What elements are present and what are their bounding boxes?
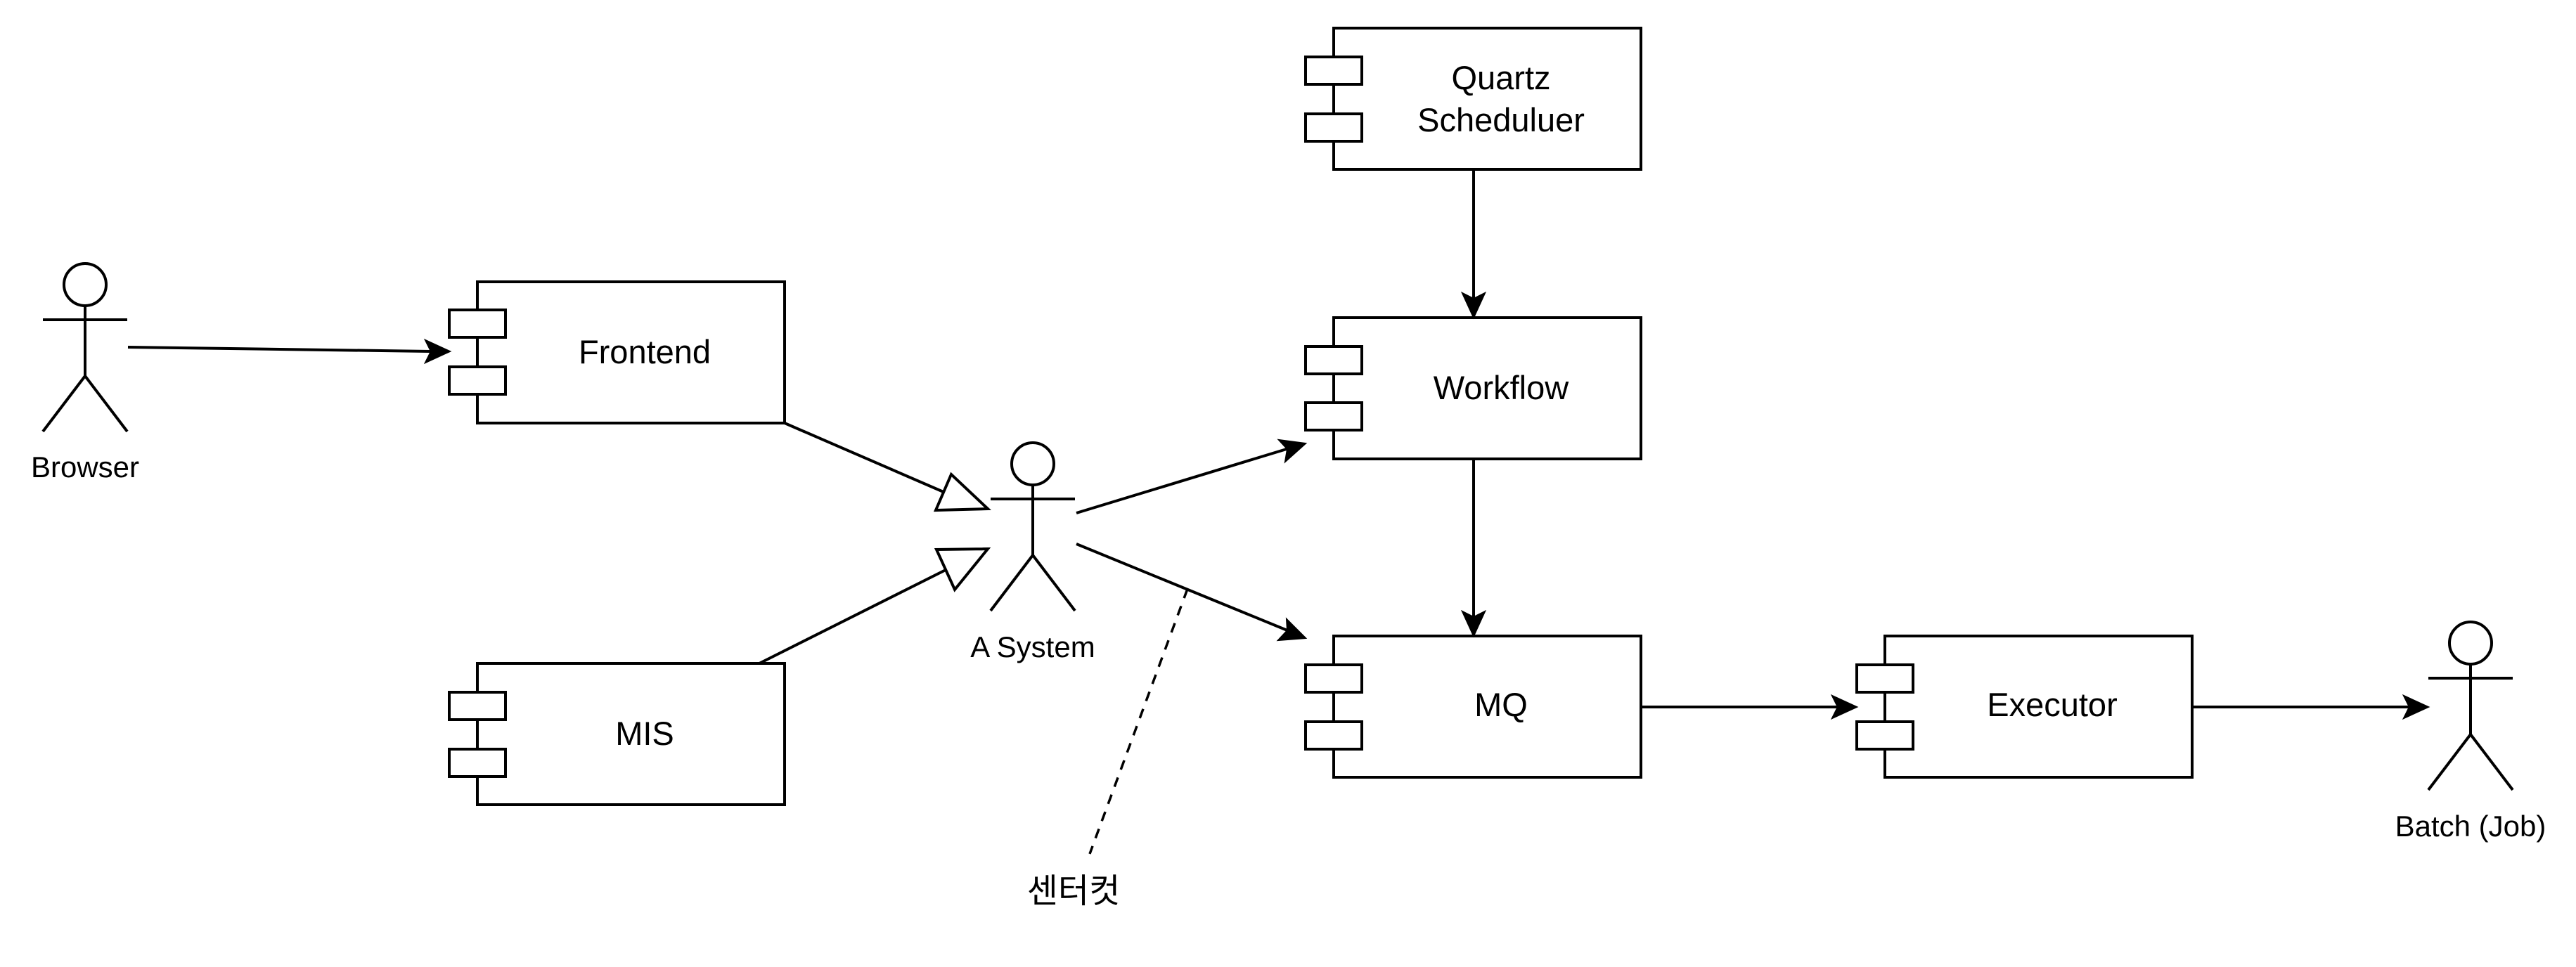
component-port-icon <box>1304 401 1363 431</box>
stick-figure-icon <box>989 441 1076 612</box>
arrowhead-icon <box>1460 609 1487 638</box>
component-label: Executor <box>1987 686 2117 723</box>
component-executor[interactable]: Executor <box>1855 635 2194 779</box>
hollow-triangle-icon <box>934 547 991 592</box>
arrowhead-icon <box>1460 291 1487 320</box>
component-port-icon <box>1304 56 1363 86</box>
edge-workflow-to-mq <box>1460 459 1487 638</box>
edge-a-system-to-mq <box>1076 543 1308 642</box>
component-port-icon <box>448 748 507 778</box>
component-label: MIS <box>615 715 674 752</box>
edge-executor-to-batch <box>2192 694 2430 720</box>
edge-quartz-to-workflow <box>1460 169 1487 320</box>
arrowhead-icon <box>1830 694 1859 720</box>
component-label: MQ <box>1474 686 1528 723</box>
edge-mis-to-a-system <box>759 547 991 665</box>
edge-a-system-to-workflow <box>1076 439 1308 514</box>
component-label: Frontend <box>579 333 711 370</box>
stick-figure-icon <box>2427 621 2514 791</box>
stick-figure-icon <box>41 262 129 433</box>
component-port-icon <box>1304 112 1363 143</box>
component-label-line2: Scheduluer <box>1417 101 1585 138</box>
note-center-cut: 센터컷 <box>1027 871 1120 911</box>
component-frontend[interactable]: Frontend <box>448 280 786 424</box>
component-port-icon <box>448 691 507 721</box>
actor-label: Batch (Job) <box>2395 810 2546 843</box>
component-mis[interactable]: MIS <box>448 662 786 806</box>
arrowhead-icon <box>423 338 452 365</box>
component-port-icon <box>448 309 507 339</box>
actor-label: A System <box>970 630 1095 663</box>
actor-browser[interactable]: Browser <box>31 262 139 484</box>
component-workflow[interactable]: Workflow <box>1304 316 1642 460</box>
component-label: Workflow <box>1434 369 1569 406</box>
hollow-triangle-icon <box>933 472 991 512</box>
component-port-icon <box>1304 663 1363 694</box>
component-port-icon <box>1855 663 1914 694</box>
component-label-line1: Quartz <box>1451 59 1550 96</box>
edge-frontend-to-a-system <box>784 422 991 512</box>
actor-a-system[interactable]: A System <box>970 441 1095 663</box>
component-port-icon <box>448 365 507 396</box>
component-mq[interactable]: MQ <box>1304 635 1642 779</box>
component-port-icon <box>1304 345 1363 375</box>
actor-label: Browser <box>31 450 139 484</box>
arrowhead-icon <box>1277 439 1308 464</box>
component-port-icon <box>1304 720 1363 751</box>
edge-browser-to-frontend <box>127 338 452 365</box>
component-quartz-scheduler[interactable]: Quartz Scheduluer <box>1304 27 1642 171</box>
arrowhead-icon <box>2402 694 2430 720</box>
actor-batch-job[interactable]: Batch (Job) <box>2395 621 2546 843</box>
arrowhead-icon <box>1276 617 1308 642</box>
note-connector <box>1088 588 1189 855</box>
component-port-icon <box>1855 720 1914 751</box>
edge-mq-to-executor <box>1641 694 1859 720</box>
